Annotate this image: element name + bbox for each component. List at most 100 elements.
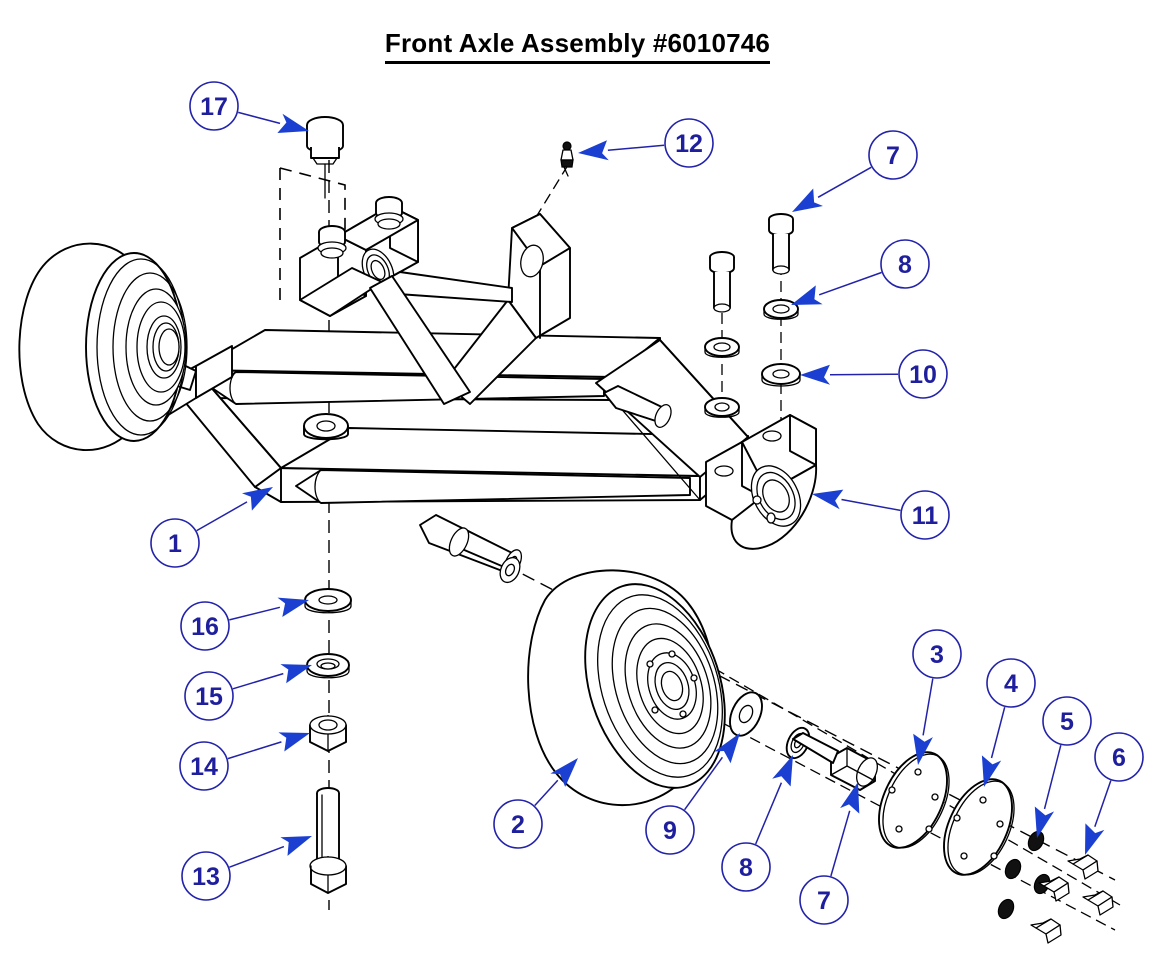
callout-number: 1 — [168, 530, 182, 558]
part-flat-washer-9 — [729, 691, 763, 737]
callout-leader-line — [229, 845, 285, 868]
callout-11[interactable]: 11 — [812, 489, 950, 540]
part-wheel-2 — [499, 556, 726, 807]
callout-arrowhead — [714, 733, 740, 764]
callout-leader-line — [683, 756, 724, 811]
callout-balloon[interactable] — [721, 842, 771, 892]
part-cap-plug — [306, 116, 344, 199]
part-hex-bolt-7 — [768, 213, 794, 275]
callout-arrowhead — [277, 113, 309, 133]
callout-1[interactable]: 1 — [150, 487, 273, 568]
part-installed-bearing-block — [299, 196, 419, 317]
callout-arrowhead — [1085, 823, 1105, 855]
callout-number: 2 — [511, 811, 525, 839]
callout-leader-line — [229, 606, 281, 621]
part-tongue-plate — [369, 213, 571, 405]
callout-6[interactable]: 6 — [1085, 732, 1144, 855]
callout-number: 7 — [817, 887, 831, 915]
callout-number: 11 — [912, 502, 939, 530]
callout-balloon[interactable] — [493, 799, 543, 849]
callout-13[interactable]: 13 — [181, 836, 312, 901]
part-bolt-column-left — [704, 251, 740, 418]
callout-balloon[interactable] — [645, 805, 695, 855]
callout-14[interactable]: 14 — [179, 732, 310, 791]
callout-3[interactable]: 3 — [912, 629, 962, 765]
callout-balloon[interactable] — [868, 130, 918, 180]
callout-balloon[interactable] — [799, 875, 849, 925]
part-hex-bolt-7b — [792, 732, 878, 791]
part-hex-nut-14 — [309, 715, 347, 752]
callout-leader-line — [841, 498, 901, 512]
callout-17[interactable]: 17 — [189, 81, 309, 133]
callout-2[interactable]: 2 — [493, 758, 578, 849]
callout-12[interactable]: 12 — [578, 118, 714, 168]
callout-arrowhead — [280, 664, 312, 684]
callout-16[interactable]: 16 — [180, 597, 309, 651]
part-pillow-block-bearing — [705, 414, 818, 550]
callout-number: 17 — [200, 93, 228, 121]
callout-number: 4 — [1004, 670, 1018, 698]
callout-arrowhead — [812, 489, 844, 510]
callout-balloon[interactable] — [184, 671, 234, 721]
callout-leader-line — [196, 501, 248, 532]
callout-number: 13 — [192, 863, 220, 891]
callout-8[interactable]: 8 — [791, 239, 930, 305]
callout-leader-line — [607, 144, 665, 152]
callout-balloon[interactable] — [912, 629, 962, 679]
part-grease-fitting — [560, 141, 574, 177]
callout-7[interactable]: 7 — [792, 130, 918, 212]
callout-balloon[interactable] — [189, 81, 239, 131]
callout-9[interactable]: 9 — [645, 733, 740, 855]
callout-balloon[interactable] — [986, 658, 1036, 708]
callout-arrowhead — [792, 188, 823, 212]
callout-arrowhead — [913, 733, 933, 765]
callout-10[interactable]: 10 — [800, 349, 948, 399]
callout-leader-line — [1043, 745, 1062, 810]
callout-arrowhead — [800, 364, 831, 385]
callout-number: 10 — [909, 361, 937, 389]
callout-8b[interactable]: 8 — [721, 755, 793, 892]
callout-leader-line — [755, 782, 783, 845]
callout-number: 3 — [930, 641, 944, 669]
callout-number: 7 — [886, 142, 900, 170]
callout-leader-line — [818, 271, 882, 296]
callout-balloon[interactable] — [1094, 732, 1144, 782]
part-flat-washer-16 — [304, 588, 352, 614]
callout-15[interactable]: 15 — [184, 664, 312, 721]
callout-leader-line — [990, 707, 1006, 759]
part-axle-frame — [115, 167, 749, 575]
part-king-pin-bolt-13 — [309, 787, 347, 894]
callout-balloon[interactable] — [181, 851, 231, 901]
callout-arrowhead — [242, 487, 273, 511]
callout-balloon[interactable] — [900, 490, 950, 540]
callout-balloon[interactable] — [880, 239, 930, 289]
callout-number: 9 — [663, 817, 677, 845]
callout-leader-line — [817, 166, 872, 198]
callout-arrowhead — [981, 755, 1002, 787]
callout-leader-line — [1094, 780, 1112, 827]
callout-number: 15 — [195, 683, 223, 711]
callout-5[interactable]: 5 — [1034, 696, 1092, 838]
callout-4[interactable]: 4 — [981, 658, 1036, 787]
part-flange-plate-4 — [943, 778, 1015, 876]
callout-leader-line — [922, 678, 934, 736]
callout-balloon[interactable] — [180, 601, 230, 651]
part-lock-washer-15 — [306, 653, 350, 679]
callout-balloon[interactable] — [898, 349, 948, 399]
callout-balloon[interactable] — [150, 518, 200, 568]
callout-leader-line — [232, 672, 284, 690]
callout-balloon[interactable] — [664, 118, 714, 168]
callout-number: 14 — [190, 753, 218, 781]
callout-leader-line — [238, 111, 281, 125]
callout-balloon[interactable] — [179, 741, 229, 791]
callout-7b[interactable]: 7 — [799, 782, 860, 925]
callout-arrowhead — [840, 782, 860, 814]
callout-leader-line — [830, 810, 851, 877]
callout-arrowhead — [1034, 806, 1055, 838]
callout-balloon[interactable] — [1042, 696, 1092, 746]
callout-arrowhead — [280, 836, 312, 856]
callout-arrowhead — [578, 140, 609, 161]
callout-number: 5 — [1060, 708, 1074, 736]
